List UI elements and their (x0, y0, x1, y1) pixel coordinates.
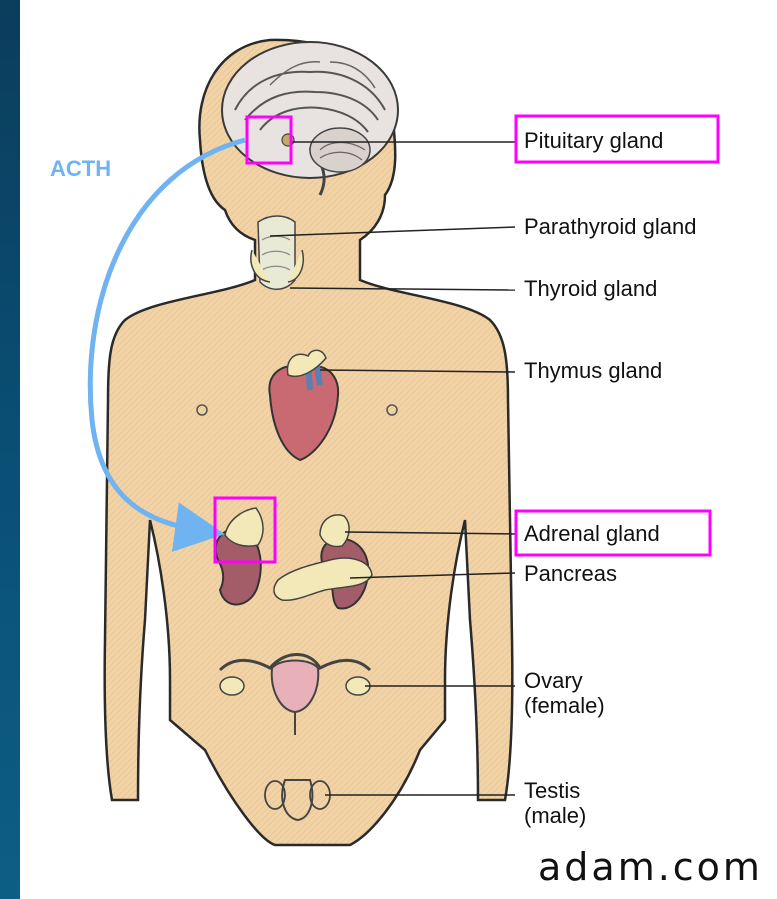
label-adrenal: Adrenal gland (524, 521, 660, 546)
label-thyroid: Thyroid gland (524, 276, 657, 301)
adam-logo: adam.com (538, 845, 763, 889)
diagram-canvas: ACTH Pituitary gland Parathyroid gland T… (20, 0, 777, 899)
label-pancreas: Pancreas (524, 561, 617, 586)
acth-label: ACTH (50, 156, 111, 181)
label-thymus: Thymus gland (524, 358, 662, 383)
label-testis-sub: (male) (524, 803, 586, 828)
endocrine-diagram: ACTH Pituitary gland Parathyroid gland T… (20, 0, 777, 899)
label-testis: Testis (524, 778, 580, 803)
label-ovary: Ovary (524, 668, 583, 693)
label-parathyroid: Parathyroid gland (524, 214, 696, 239)
label-pituitary: Pituitary gland (524, 128, 663, 153)
label-ovary-sub: (female) (524, 693, 605, 718)
